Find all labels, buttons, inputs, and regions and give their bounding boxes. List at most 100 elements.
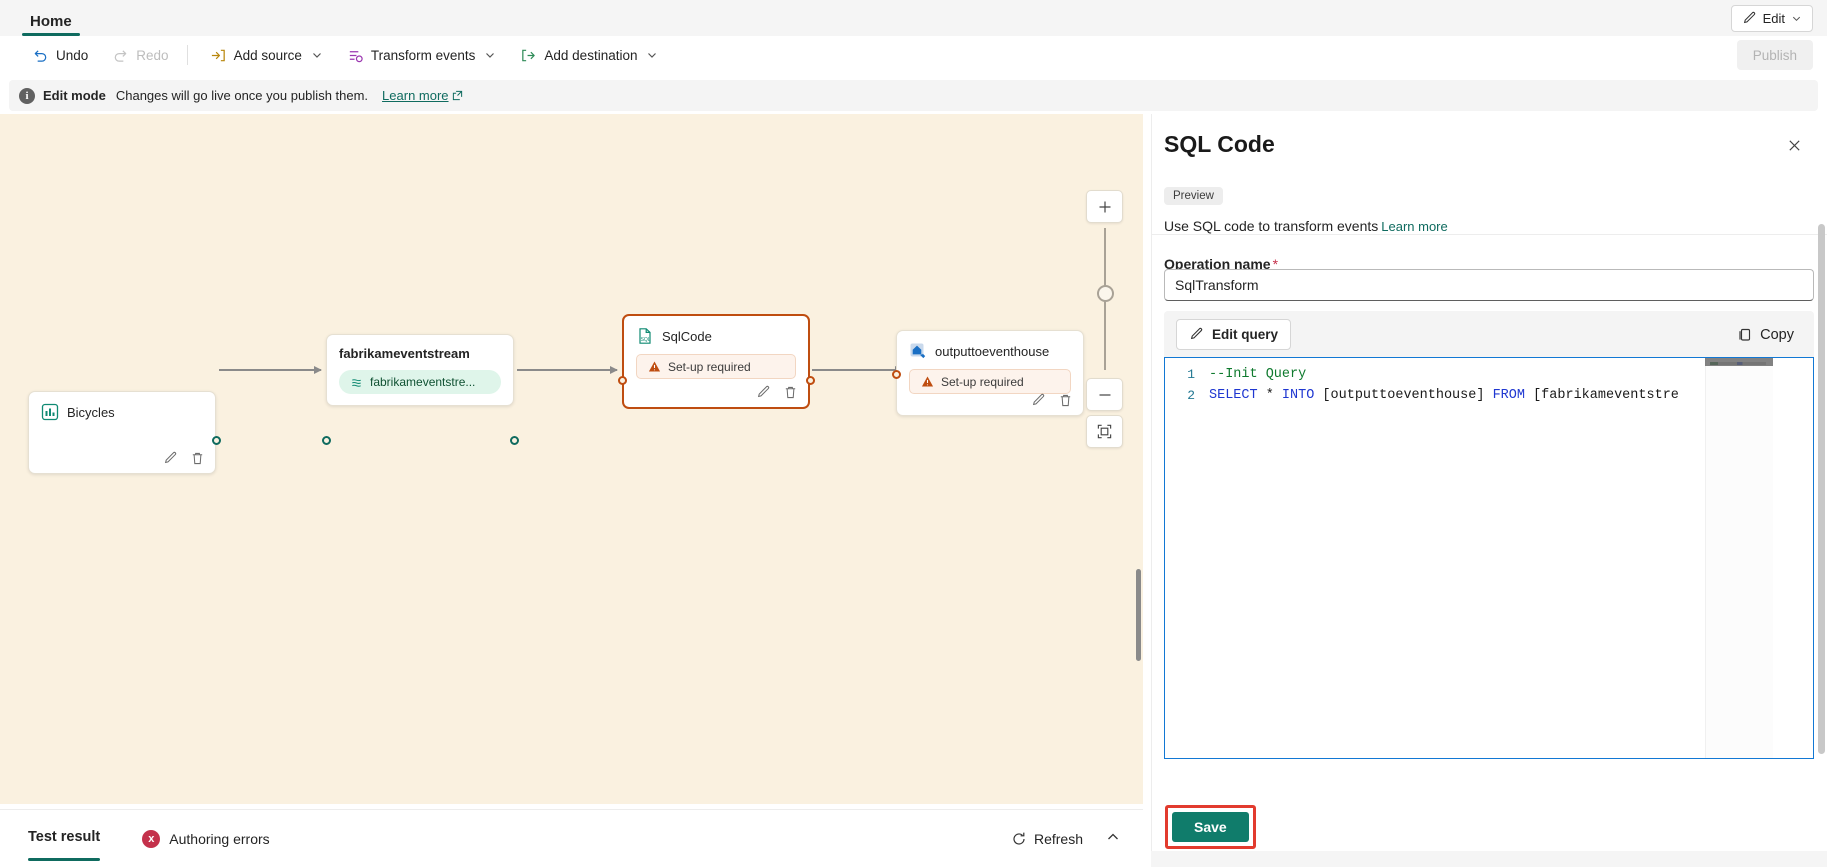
save-button[interactable]: Save [1172, 812, 1249, 842]
node-status-label: Set-up required [668, 359, 751, 374]
panel-title: SQL Code [1164, 131, 1275, 157]
zoom-slider-thumb[interactable] [1097, 285, 1114, 302]
panel-footer [1151, 851, 1827, 867]
chevron-down-icon [312, 53, 321, 58]
add-destination-label: Add destination [544, 47, 638, 63]
editor-minimap[interactable] [1705, 358, 1773, 758]
node-input-port[interactable] [891, 370, 901, 379]
close-icon [1788, 139, 1800, 151]
panel-close-button[interactable] [1781, 132, 1807, 158]
edit-node-icon[interactable] [756, 385, 771, 400]
add-source-label: Add source [233, 47, 302, 63]
command-bar: Undo Redo Add source Transfo [0, 36, 1827, 74]
node-output-port[interactable] [509, 436, 519, 445]
info-icon: i [19, 87, 35, 104]
test-result-label: Test result [28, 828, 101, 845]
node-actions [1031, 393, 1073, 408]
redo-label: Redo [136, 47, 169, 63]
operation-name-input[interactable] [1164, 269, 1814, 301]
delete-node-icon[interactable] [783, 385, 798, 400]
edge-bicycles-to-eventstream [219, 366, 322, 373]
refresh-button[interactable]: Refresh [1011, 831, 1083, 847]
test-result-bar: Test result x Authoring errors Refresh [0, 809, 1143, 867]
minimap-slider[interactable] [1705, 358, 1773, 366]
code-token-keyword: INTO [1281, 388, 1315, 403]
add-source-button[interactable]: Add source [200, 40, 333, 70]
node-title: fabrikameventstream [339, 346, 470, 361]
undo-button[interactable]: Undo [22, 40, 98, 70]
code-lines: 1 --Init Query 2 SELECT * INTO [outputto… [1165, 358, 1813, 406]
minus-icon [1099, 393, 1110, 396]
authoring-errors-label: Authoring errors [169, 830, 270, 847]
authoring-errors-item[interactable]: x Authoring errors [142, 829, 270, 848]
edit-query-button[interactable]: Edit query [1176, 319, 1292, 350]
edit-node-icon[interactable] [1031, 393, 1046, 408]
sql-code-editor[interactable]: 1 --Init Query 2 SELECT * INTO [outputto… [1164, 357, 1814, 759]
infobar-learn-more-label: Learn more [382, 88, 449, 103]
external-link-icon [452, 90, 462, 101]
code-token-comment: --Init Query [1209, 367, 1307, 382]
code-token-keyword: FROM [1492, 388, 1525, 403]
node-title: outputtoeventhouse [935, 343, 1050, 359]
zoom-in-button[interactable] [1086, 190, 1123, 223]
node-header: fabrikameventstream [327, 335, 513, 361]
canvas-node-fabrikameventstream[interactable]: fabrikameventstream fabrikameventstre... [321, 334, 519, 445]
canvas-node-sqlcode[interactable]: SQL SqlCode Set-up required [617, 314, 815, 409]
toolbar-divider [186, 45, 188, 65]
fit-to-screen-button[interactable] [1086, 415, 1123, 448]
node-status-pill: fabrikameventstre... [339, 370, 501, 394]
node-actions [756, 385, 798, 400]
node-input-port[interactable] [617, 376, 627, 385]
canvas-node-bicycles[interactable]: Bicycles [28, 391, 221, 474]
node-actions [163, 451, 205, 466]
copy-button[interactable]: Copy [1729, 319, 1802, 350]
panel-vertical-scrollbar[interactable] [1818, 224, 1825, 754]
refresh-label: Refresh [1033, 830, 1083, 847]
tab-test-result[interactable]: Test result [28, 828, 101, 861]
delete-node-icon[interactable] [190, 451, 205, 466]
transform-events-button[interactable]: Transform events [337, 40, 507, 70]
canvas-vertical-scrollbar[interactable] [1136, 569, 1141, 661]
panel-learn-more-link[interactable]: Learn more [1381, 219, 1448, 234]
add-destination-button[interactable]: Add destination [510, 40, 668, 70]
tab-home[interactable]: Home [22, 13, 80, 36]
pencil-icon [1743, 11, 1755, 24]
collapse-panel-button[interactable] [1101, 825, 1125, 853]
add-destination-icon [522, 49, 536, 61]
line-number: 2 [1187, 388, 1195, 403]
zoom-out-button[interactable] [1086, 378, 1123, 411]
canvas-node-outputtoeventhouse[interactable]: outputtoeventhouse Set-up required [891, 330, 1084, 416]
eventstream-icon [352, 378, 361, 387]
code-token-plain: [fabrikameventstre [1524, 388, 1679, 403]
panel-description-text: Use SQL code to transform events [1164, 218, 1379, 234]
publish-label: Publish [1752, 47, 1797, 63]
node-header: outputtoeventhouse [897, 331, 1083, 360]
delete-node-icon[interactable] [1058, 393, 1073, 408]
infobar-title: Edit mode [43, 88, 106, 103]
node-status-label: Set-up required [941, 374, 1024, 389]
node-status-label: fabrikameventstre... [370, 375, 476, 389]
editor-vertical-scrollbar[interactable] [1799, 358, 1813, 758]
undo-icon [34, 49, 47, 62]
node-output-port[interactable] [211, 436, 221, 445]
node-output-port[interactable] [805, 376, 815, 385]
edit-node-icon[interactable] [163, 451, 178, 466]
code-line: 1 --Init Query [1165, 364, 1813, 385]
sql-editor-container: Edit query Copy 1 --Init Query [1164, 311, 1814, 759]
ribbon-tabstrip: Home Edit [0, 0, 1827, 36]
edit-mode-button[interactable]: Edit [1730, 5, 1813, 32]
edge-eventstream-to-sqlcode [517, 366, 618, 373]
redo-button: Redo [102, 40, 178, 70]
node-input-port[interactable] [321, 436, 331, 445]
required-marker: * [1272, 256, 1279, 272]
eventstream-canvas[interactable]: Bicycles fabrikameventstream [0, 114, 1143, 804]
node-status-pill: Set-up required [909, 369, 1071, 394]
line-number: 1 [1187, 367, 1195, 382]
infobar-message: Changes will go live once you publish th… [115, 88, 369, 103]
node-title: Bicycles [67, 404, 115, 420]
infobar-learn-more-link[interactable]: Learn more [382, 88, 462, 103]
redo-icon [114, 49, 127, 62]
warning-icon [921, 376, 934, 387]
tab-home-label: Home [30, 13, 72, 30]
